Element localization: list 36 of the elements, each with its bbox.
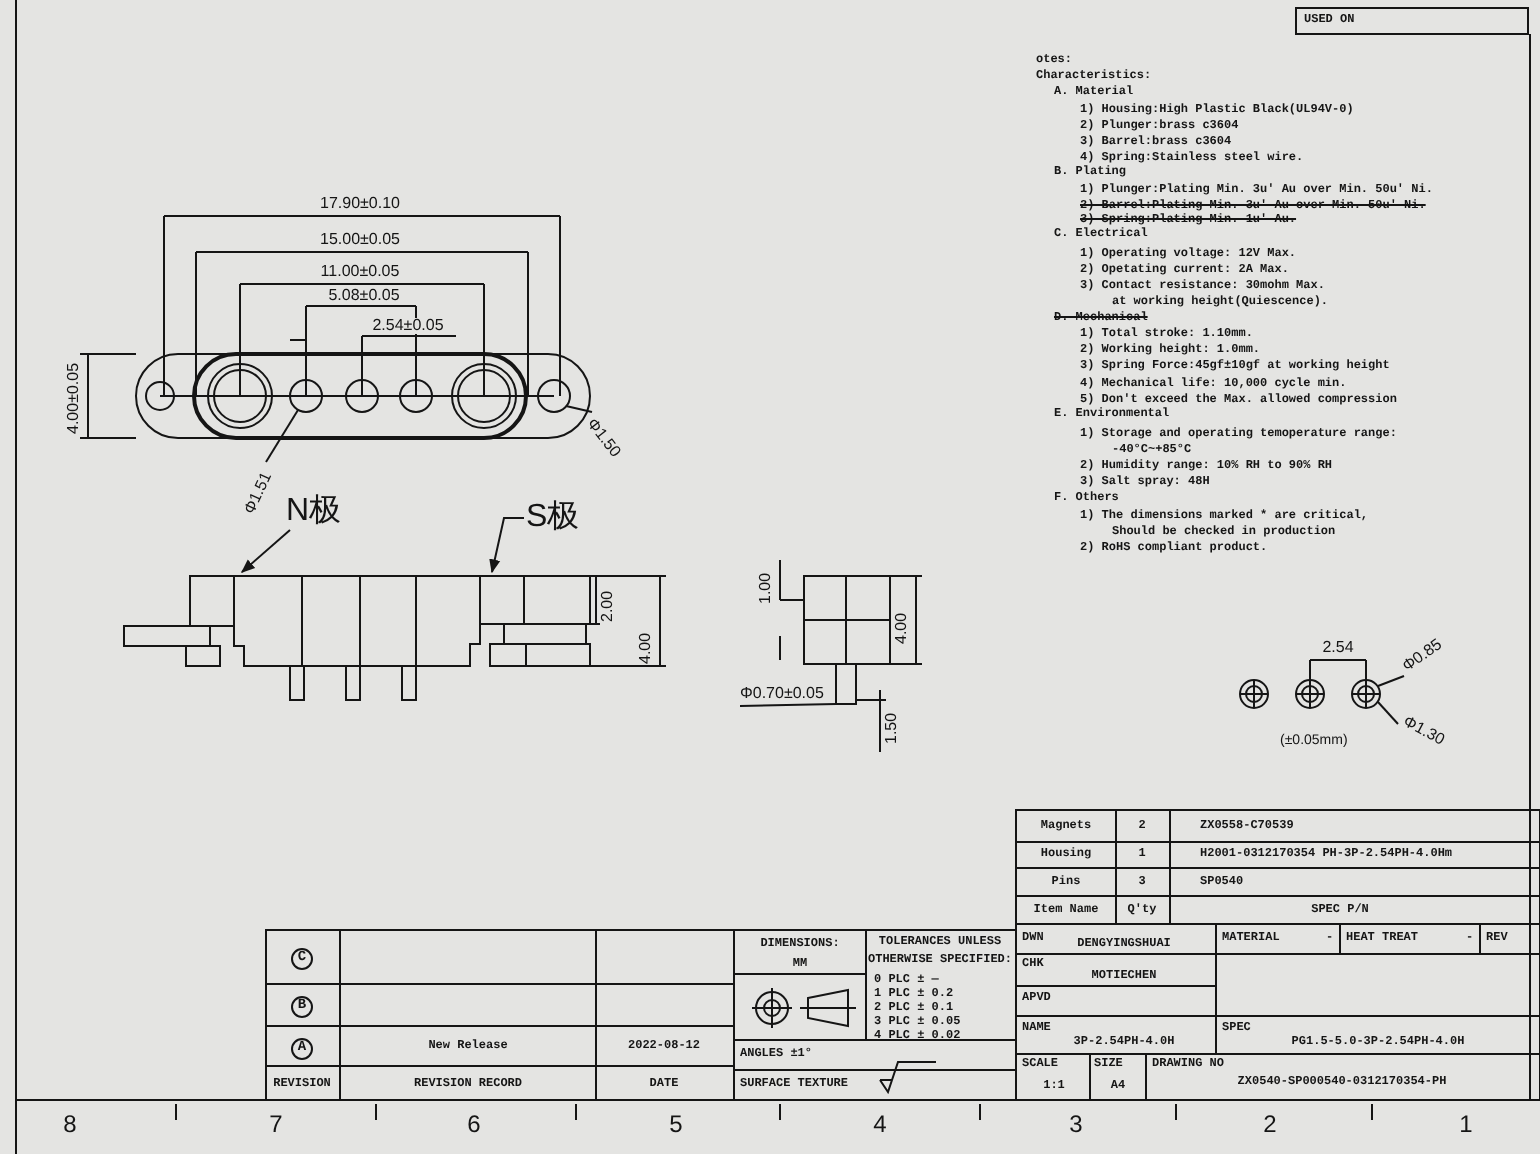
dimension-label: 17.90±0.10 [320, 196, 400, 212]
leader-line [565, 405, 593, 413]
dimension-label: 4.00 [894, 612, 910, 644]
dimension-label: 4.00±0.05 [66, 362, 82, 434]
pole-label: N极 [286, 492, 342, 532]
hole [536, 378, 572, 414]
hole [288, 378, 324, 414]
zone-number: 2 [1263, 1112, 1277, 1136]
leader-arrow [240, 529, 291, 573]
dimension-label: 2.00 [600, 590, 616, 622]
dimension-label: Φ1.30 [1400, 714, 1447, 749]
side-view-drawing [120, 572, 594, 704]
dimension-label: 15.00±0.05 [320, 232, 400, 248]
dimension-label: 11.00±0.05 [320, 264, 400, 280]
dimension-label: 1.50 [884, 712, 900, 744]
dimension-label: 2.54±0.05 [372, 318, 444, 334]
zone-number: 4 [873, 1112, 887, 1136]
dimension-label: 5.08±0.05 [328, 288, 400, 304]
dimension-label: Φ1.51 [242, 470, 276, 517]
zone-number: 6 [467, 1112, 481, 1136]
hole [1350, 678, 1382, 710]
zone-number: 1 [1459, 1112, 1473, 1136]
leader-arrow [489, 517, 525, 574]
dimension-label: Φ0.70±0.05 [740, 686, 824, 702]
dimension-label: 1.00 [758, 572, 774, 604]
leader-line [1377, 701, 1399, 725]
zone-number: 5 [669, 1112, 683, 1136]
dimension-label: 2.54 [1322, 640, 1354, 656]
leader-line [739, 703, 837, 707]
zone-number: 3 [1069, 1112, 1083, 1136]
zone-number: 7 [269, 1112, 283, 1136]
pole-label: S极 [526, 498, 580, 538]
dimension-label: 4.00 [638, 632, 654, 664]
leader-line [1377, 675, 1405, 687]
pin [834, 662, 858, 706]
zone-number: 8 [63, 1112, 77, 1136]
